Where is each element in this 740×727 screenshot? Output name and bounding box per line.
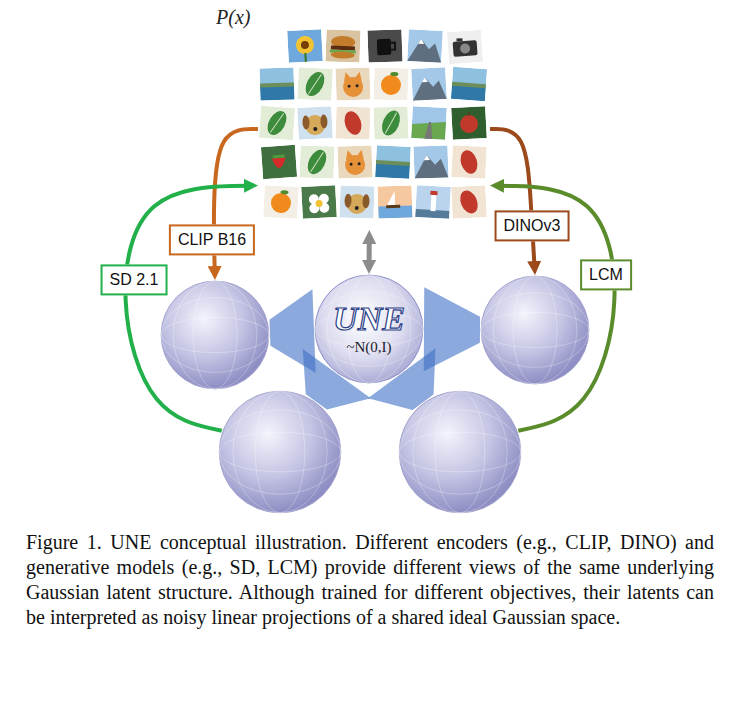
mapping-arrow (367, 238, 372, 266)
image-collage (258, 28, 490, 230)
photo-tile (297, 106, 333, 140)
photo-tile (325, 29, 360, 62)
photo-tile (299, 145, 334, 178)
sphere-gridline (315, 292, 423, 367)
node-content: UNE ~N(0,I) (314, 274, 424, 384)
latent-sphere (218, 390, 342, 514)
photo-tile (375, 145, 411, 179)
photo-tile (287, 29, 323, 63)
node-content (398, 390, 522, 514)
sphere-gridline (399, 432, 521, 472)
sphere-body (219, 391, 341, 513)
photo-tile (339, 185, 374, 218)
photo-tile (415, 185, 451, 219)
sphere-shape (218, 390, 342, 514)
latent-sphere (398, 390, 522, 514)
sphere-gridline (161, 298, 269, 373)
node-title: P(x) (216, 6, 250, 29)
photo-tile (367, 29, 402, 62)
photo-tile (373, 67, 408, 100)
photo-tile (411, 67, 447, 101)
edge-label: CLIP B16 (169, 224, 255, 255)
photo-tile (447, 30, 483, 64)
photo-tile (335, 67, 370, 100)
photo-tile (451, 106, 487, 140)
sphere-shape (480, 275, 590, 385)
edge-label: DINOv3 (495, 210, 570, 241)
photo-tile (337, 145, 372, 178)
latent-sphere (160, 280, 270, 390)
photo-tile (335, 106, 370, 139)
photo-tile (413, 145, 448, 178)
photo-tile (259, 67, 294, 100)
photo-tile (297, 67, 333, 101)
image-distribution: P(x) (258, 28, 490, 230)
sphere-shape (160, 280, 270, 390)
photo-tile (451, 145, 487, 179)
model-arrow (490, 129, 535, 267)
sphere-gridline (219, 410, 341, 494)
photo-tile (373, 106, 408, 139)
node-title: UNE (333, 302, 405, 336)
sphere-gridline (481, 293, 589, 368)
photo-tile (451, 67, 487, 101)
sphere-body (481, 276, 589, 384)
node-content (480, 275, 590, 385)
photo-tile (259, 106, 295, 140)
sphere-gridline (161, 317, 269, 352)
edge-label: LCM (580, 259, 632, 290)
latent-sphere (480, 275, 590, 385)
photo-tile (301, 185, 337, 219)
node-subtitle: ~N(0,I) (346, 338, 391, 356)
sphere-gridline (399, 410, 521, 494)
node-content: P(x) (258, 28, 490, 230)
edge-label: SD 2.1 (101, 264, 168, 295)
sphere-body (399, 391, 521, 513)
sphere-shape (398, 390, 522, 514)
sphere-body (161, 281, 269, 389)
une-sphere: UNE ~N(0,I) (314, 274, 424, 384)
photo-tile (377, 185, 412, 218)
figure-caption: Figure 1. UNE conceptual illustration. D… (26, 530, 714, 630)
photo-tile (261, 145, 297, 179)
photo-tile (263, 185, 299, 219)
node-content (160, 280, 270, 390)
photo-tile (411, 106, 447, 140)
sphere-gridline (481, 312, 589, 347)
node-content (218, 390, 342, 514)
sphere-gridline (219, 432, 341, 472)
photo-tile (451, 185, 487, 219)
photo-tile (407, 29, 443, 63)
sphere-body (315, 275, 423, 383)
